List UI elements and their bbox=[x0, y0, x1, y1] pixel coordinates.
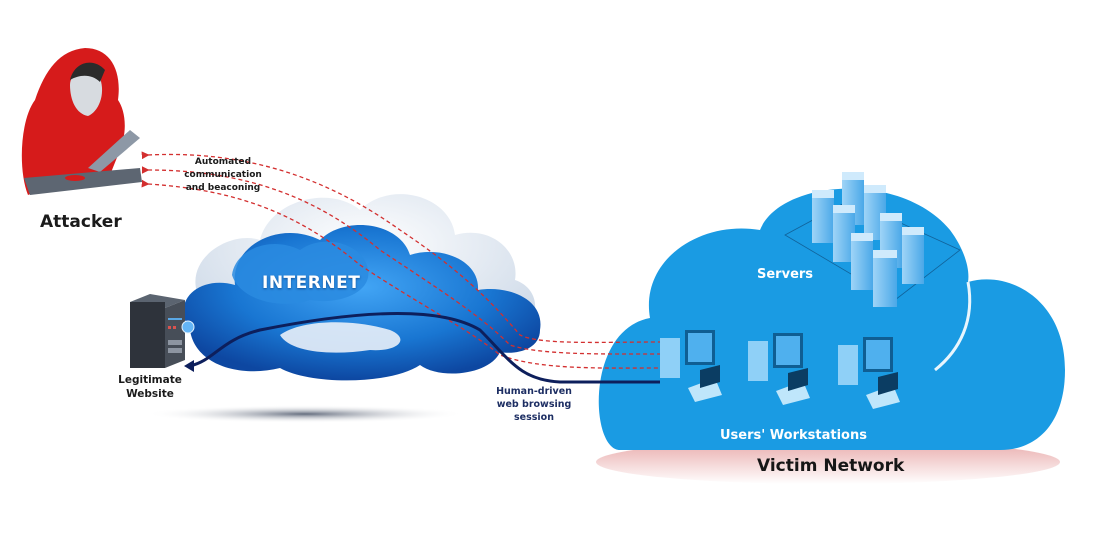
website-server-icon bbox=[130, 294, 195, 368]
server-tower bbox=[873, 250, 897, 307]
workstations-label: Users' Workstations bbox=[720, 428, 867, 443]
beacon-lines bbox=[141, 151, 661, 369]
server-tower bbox=[812, 190, 834, 243]
beacon-line-2 bbox=[141, 166, 661, 355]
servers-label: Servers bbox=[757, 267, 814, 282]
victim-network-label: Victim Network bbox=[757, 456, 905, 476]
internet-label: INTERNET bbox=[262, 273, 361, 293]
workstations bbox=[660, 330, 900, 409]
attacker-icon bbox=[21, 48, 142, 195]
beacon-line-1 bbox=[141, 151, 661, 344]
internet-cloud bbox=[183, 194, 541, 381]
workstation-icon bbox=[748, 333, 810, 405]
workstation-icon bbox=[660, 330, 722, 402]
internet-cloud-shadow bbox=[145, 405, 465, 423]
human-session-line bbox=[184, 312, 660, 384]
servers-cluster bbox=[784, 172, 961, 307]
website-label: Legitimate Website bbox=[118, 374, 182, 400]
beacon-label: Automated communication and beaconing bbox=[184, 157, 262, 193]
attacker-label: Attacker bbox=[40, 212, 122, 232]
server-tower bbox=[833, 205, 855, 262]
beacon-line-3 bbox=[141, 179, 661, 369]
victim-network-base bbox=[596, 440, 1060, 484]
server-tower bbox=[851, 233, 873, 290]
workstation-icon bbox=[838, 337, 900, 409]
server-tower bbox=[902, 227, 924, 284]
human-session-label: Human-driven web browsing session bbox=[496, 386, 572, 423]
globe-icon bbox=[181, 320, 195, 334]
